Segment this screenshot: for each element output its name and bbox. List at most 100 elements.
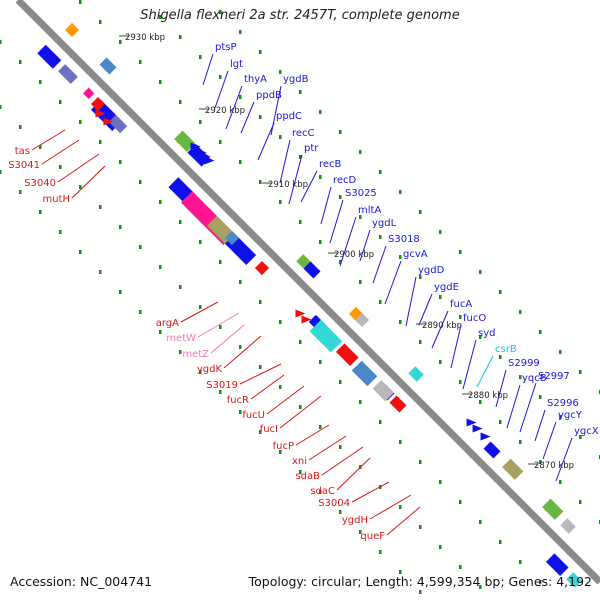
gene-feature[interactable] (309, 319, 343, 353)
gene-label-forward[interactable]: ygdE (434, 282, 459, 293)
gene-feature[interactable] (351, 360, 378, 387)
gene-label-forward[interactable]: yqcB (522, 373, 547, 384)
gene-label-forward[interactable]: recB (319, 159, 342, 170)
gene-feature[interactable] (560, 518, 576, 534)
gene-label-forward[interactable]: ygcX (574, 426, 599, 437)
gene-feature-block[interactable] (542, 498, 564, 520)
gene-label-forward[interactable]: S2999 (508, 358, 540, 369)
gene-label-reverse[interactable]: sdaC (310, 486, 335, 497)
gene-feature-block[interactable] (483, 441, 501, 459)
gene-feature-block[interactable] (560, 518, 576, 534)
gene-label-reverse[interactable]: metZ (182, 349, 209, 360)
gene-feature[interactable] (483, 441, 501, 459)
gene-feature-block[interactable] (37, 44, 62, 69)
gene-label-forward[interactable]: S3025 (345, 188, 377, 199)
gene-feature-block[interactable] (408, 366, 424, 382)
gene-label-forward[interactable]: S2997 (538, 371, 570, 382)
track-dot (259, 300, 262, 304)
gene-label-forward[interactable]: ygdB (283, 74, 309, 85)
label-leader (180, 301, 219, 323)
gene-label-forward[interactable]: thyA (244, 74, 267, 85)
track-dot (79, 185, 82, 189)
gene-feature-block[interactable] (335, 343, 359, 367)
gene-feature-block[interactable] (354, 312, 370, 328)
track-dot (359, 215, 362, 219)
gene-label-reverse[interactable]: argA (156, 318, 179, 329)
gene-label-reverse[interactable]: tas (15, 146, 30, 157)
gene-feature[interactable] (335, 343, 359, 367)
gene-feature[interactable] (545, 553, 569, 577)
gene-feature[interactable] (303, 261, 321, 279)
gene-feature[interactable] (108, 114, 128, 134)
gene-feature-block[interactable] (83, 87, 95, 99)
gene-feature[interactable] (58, 64, 78, 84)
gene-feature[interactable] (174, 130, 196, 152)
gene-feature-block[interactable] (58, 64, 78, 84)
gene-label-forward[interactable]: S3018 (388, 234, 420, 245)
gene-label-forward[interactable]: ygcY (558, 410, 583, 421)
gene-feature[interactable] (254, 260, 270, 276)
track-dot (559, 415, 562, 419)
gene-label-reverse[interactable]: xni (292, 456, 307, 467)
gene-label-reverse[interactable]: S3041 (8, 160, 40, 171)
gene-label-forward[interactable]: syd (478, 328, 495, 339)
gene-label-reverse[interactable]: ygdH (342, 515, 368, 526)
gene-feature[interactable] (502, 458, 524, 480)
gene-feature-block[interactable] (174, 130, 196, 152)
gene-label-forward[interactable]: ppdB (256, 90, 282, 101)
gene-feature-block[interactable] (108, 114, 128, 134)
gene-feature-block[interactable] (545, 553, 569, 577)
gene-feature-block[interactable] (309, 319, 343, 353)
gene-label-reverse[interactable]: S3040 (24, 178, 56, 189)
gene-label-reverse[interactable]: metW (166, 333, 196, 344)
gene-label-reverse[interactable]: queF (360, 531, 385, 542)
gene-label-forward[interactable]: ptr (304, 143, 319, 154)
gene-label-reverse[interactable]: S3004 (318, 498, 350, 509)
gene-feature-block[interactable] (99, 57, 117, 75)
gene-feature-block[interactable] (303, 261, 321, 279)
gene-feature[interactable] (389, 395, 407, 413)
gene-label-reverse[interactable]: fucI (260, 424, 278, 435)
gene-label-reverse[interactable]: fucR (227, 395, 249, 406)
gene-feature-block[interactable] (372, 380, 394, 402)
gene-feature[interactable] (37, 44, 62, 69)
track-dot (0, 170, 2, 174)
gene-feature[interactable] (566, 572, 582, 588)
gene-label-forward[interactable]: lgt (230, 59, 243, 70)
gene-feature[interactable] (99, 57, 117, 75)
gene-label-forward[interactable]: mltA (358, 205, 381, 216)
gene-label-forward[interactable]: ppdC (276, 111, 302, 122)
gene-label-forward[interactable]: ygdD (418, 265, 445, 276)
gene-label-forward[interactable]: fucO (463, 313, 486, 324)
gene-label-reverse[interactable]: fucU (242, 410, 265, 421)
gene-label-forward[interactable]: ygdL (372, 218, 397, 229)
track-dot (319, 425, 322, 429)
gene-feature-block[interactable] (351, 360, 378, 387)
gene-label-reverse[interactable]: fucP (273, 441, 294, 452)
gene-label-forward[interactable]: csrB (495, 344, 517, 355)
gene-feature-block[interactable] (502, 458, 524, 480)
gene-feature[interactable] (64, 22, 80, 38)
track-dot (179, 100, 182, 104)
gene-label-reverse[interactable]: sdaB (295, 471, 320, 482)
gene-label-forward[interactable]: fucA (450, 299, 472, 310)
gene-feature[interactable] (83, 87, 95, 99)
track-dot (479, 400, 482, 404)
gene-label-forward[interactable]: recD (333, 175, 357, 186)
gene-feature-block[interactable] (566, 572, 582, 588)
gene-label-forward[interactable]: gcvA (403, 249, 428, 260)
scale-label: 2880 kbp (468, 391, 508, 401)
gene-feature-block[interactable] (254, 260, 270, 276)
gene-feature[interactable] (372, 380, 394, 402)
gene-feature[interactable] (408, 366, 424, 382)
gene-label-forward[interactable]: recC (292, 128, 315, 139)
gene-label-forward[interactable]: S2996 (547, 398, 579, 409)
gene-label-reverse[interactable]: mutH (42, 194, 70, 205)
gene-feature-block[interactable] (389, 395, 407, 413)
gene-label-reverse[interactable]: S3019 (206, 380, 238, 391)
gene-label-forward[interactable]: ptsP (215, 42, 237, 53)
gene-feature[interactable] (354, 312, 370, 328)
gene-feature[interactable] (542, 498, 564, 520)
gene-feature-block[interactable] (64, 22, 80, 38)
gene-label-reverse[interactable]: ygdK (197, 364, 223, 375)
